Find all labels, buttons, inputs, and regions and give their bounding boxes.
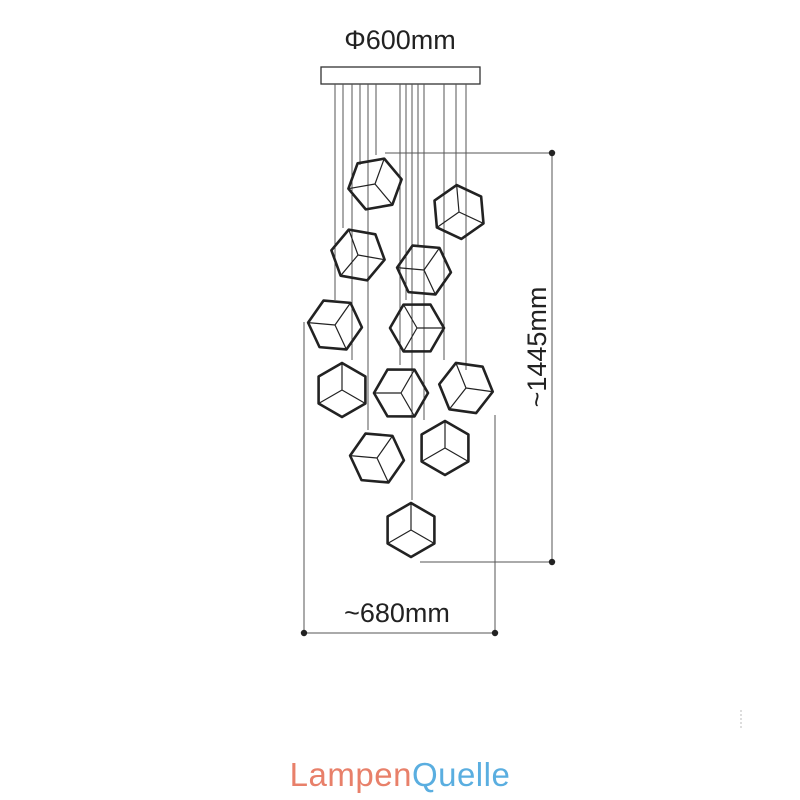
spread-width-label: ~680mm [344,598,450,628]
cube-shade [347,157,403,211]
canopy-diameter-label: Φ600mm [344,25,456,55]
drop-height-label: ~1445mm [522,287,552,408]
cube-shade [386,501,436,559]
cube-shade [388,303,446,353]
height-dim-dot-top [548,149,556,157]
cube-shade [433,183,485,241]
height-dimension [385,152,553,563]
height-dim-dot-bottom [548,558,556,566]
suspension-wires [334,84,467,500]
cube-shade [348,432,406,484]
ceiling-canopy [320,66,481,85]
brand-logo-part-2: Quelle [411,756,511,793]
brand-logo: LampenQuelle [0,756,800,794]
brand-logo-part-1: Lampen [289,756,412,793]
cube-shade [372,368,430,418]
cube-shade [317,361,367,419]
width-dim-dot-right [491,629,499,637]
cube-shade [437,361,495,415]
cube-shade [306,299,364,351]
cube-shade [395,244,453,296]
cube-shades [306,157,495,559]
scan-artifact-mark [738,708,744,730]
width-dimension [303,322,496,634]
width-dim-dot-left [300,629,308,637]
cube-shade [330,228,386,282]
cube-shade [420,419,470,477]
